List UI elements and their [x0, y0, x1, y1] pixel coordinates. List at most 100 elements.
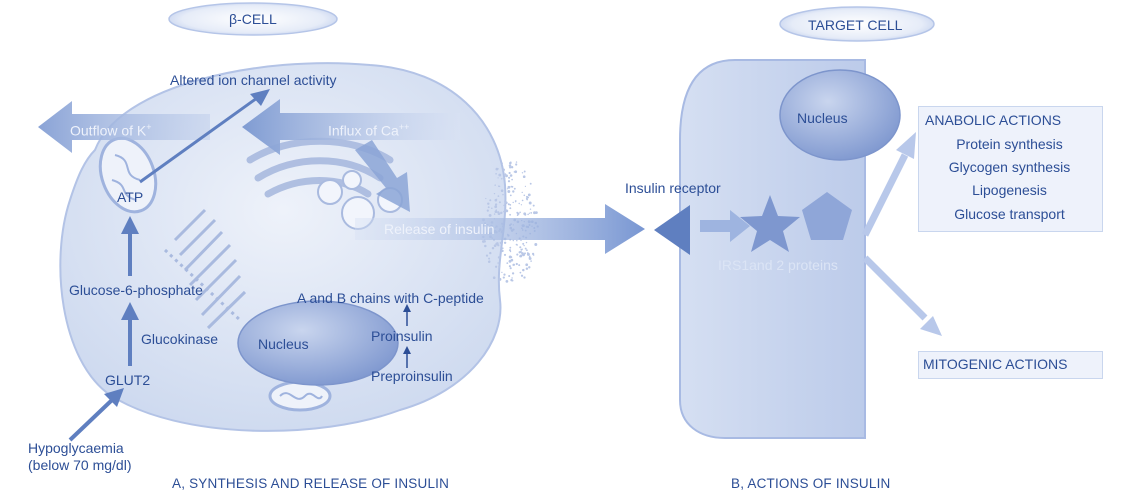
granule-dot [509, 213, 512, 216]
granule-dot [526, 252, 530, 256]
granule-dot [517, 212, 520, 216]
granule-dot [494, 210, 498, 214]
granule-dot [528, 266, 531, 269]
anabolic-item-glucose-transport: Glucose transport [954, 206, 1065, 222]
granule-dot [509, 246, 512, 249]
irs-proteins-label: IRS1and 2 proteins [718, 257, 838, 273]
granule-dot [519, 211, 521, 214]
granule-dot [530, 212, 533, 214]
granule-dot [518, 251, 521, 254]
granule-dot [515, 161, 518, 163]
granule-dot [503, 253, 507, 256]
granule-dot [498, 265, 501, 268]
granule-dot [508, 265, 511, 268]
granule-dot [497, 195, 500, 197]
influx-ca-arrow [242, 99, 460, 155]
granule-dot [508, 171, 511, 175]
hypoglycaemia-to-glut2-arrow [68, 388, 124, 442]
granule-dot [515, 243, 518, 246]
granule-dot [501, 247, 504, 250]
target-cell-title: TARGET CELL [808, 17, 903, 33]
granule-dot [497, 177, 499, 179]
granule-dot [500, 189, 504, 192]
granule-dot [485, 197, 487, 200]
granule-dot [511, 178, 513, 181]
granule-dot [500, 211, 503, 215]
granule-dot [518, 202, 520, 205]
granule-dot [532, 204, 535, 207]
glut2-label: GLUT2 [105, 372, 151, 388]
granule-dot [529, 208, 532, 210]
preproinsulin-to-proinsulin-arrow [403, 346, 411, 368]
granule-dot [513, 187, 516, 190]
granule-dot [501, 162, 503, 164]
granule-dot [495, 172, 497, 175]
granule-dot [520, 248, 523, 251]
target-nucleus-label: Nucleus [797, 110, 848, 126]
granule-dot [509, 174, 513, 177]
granule-dot [487, 202, 490, 205]
granule-dot [494, 205, 498, 209]
granule-dot [527, 213, 529, 216]
granule-dot [505, 209, 509, 213]
preproinsulin-label: Preproinsulin [371, 368, 453, 384]
influx-ca-text: Influx of Ca [328, 122, 399, 139]
granule-dot [492, 276, 496, 280]
granule-dot [526, 198, 529, 201]
granule-dot [514, 200, 517, 202]
granule-dot [506, 262, 509, 264]
granule-dot [514, 170, 518, 174]
beta-cell-title: β-CELL [229, 11, 277, 27]
granule-dot [515, 262, 518, 266]
granule-dot [512, 264, 514, 266]
granule-dot [508, 259, 512, 263]
granule-dot [509, 207, 512, 210]
granule-dot [509, 194, 512, 197]
granule-dot [498, 277, 502, 281]
beta-cell-title-oval [168, 2, 338, 36]
atp-to-ion-channel-arrow [139, 96, 258, 184]
granule-dot [528, 201, 532, 205]
influx-ca-label: Influx of Ca++ [328, 119, 409, 139]
granule-dot [503, 210, 506, 213]
granule-dot [512, 239, 515, 242]
anabolic-item-protein: Protein synthesis [956, 136, 1063, 152]
granule-dot [484, 244, 487, 248]
granule-dot [508, 275, 510, 277]
target-cell-title-oval [779, 6, 935, 42]
granule-dot [497, 256, 501, 259]
granule-dot [523, 212, 527, 216]
granule-dot [518, 264, 521, 267]
granule-dot [500, 178, 503, 180]
granule-dot [535, 211, 537, 214]
granule-dot [504, 200, 506, 202]
irs-pentagon [802, 192, 852, 240]
granule-dot [505, 280, 509, 283]
granule-dot [498, 185, 500, 187]
granule-dot [520, 204, 523, 206]
granule-dot [489, 199, 492, 202]
granule-dot [494, 184, 496, 186]
granule-dot [482, 240, 485, 243]
granule-dot [525, 249, 528, 251]
irs-to-anabolic-arrow [861, 132, 916, 237]
granule-dot [497, 244, 500, 247]
granule-dot [497, 168, 499, 170]
anabolic-item-glycogen: Glycogen synthesis [948, 159, 1071, 175]
proinsulin-label: Proinsulin [371, 328, 433, 344]
granule-dot [493, 192, 496, 195]
mitogenic-actions-title: MITOGENIC ACTIONS [923, 356, 1068, 372]
caption-a: A, SYNTHESIS AND RELEASE OF INSULIN [172, 476, 450, 491]
granule-dot [502, 177, 506, 180]
granule-dot [495, 198, 498, 200]
granule-dot [522, 268, 525, 272]
granule-dot [525, 195, 529, 198]
granule-dot [499, 241, 502, 245]
anabolic-actions-box [918, 106, 1103, 232]
granule-dot [528, 212, 531, 214]
anabolic-item-lipogenesis: Lipogenesis [972, 182, 1047, 198]
granule-dot [508, 164, 512, 167]
granule-dot [521, 191, 523, 194]
granule-dot [515, 163, 518, 166]
